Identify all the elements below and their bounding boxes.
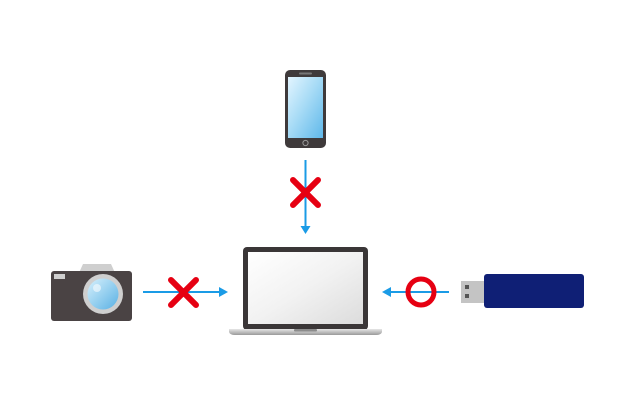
usb-drive-icon	[461, 274, 584, 308]
cross-icon	[290, 177, 321, 208]
circle-ok-icon	[405, 276, 437, 308]
camera-icon	[51, 264, 132, 321]
smartphone-icon	[285, 70, 326, 148]
arrow-usb-to-laptop	[382, 287, 449, 297]
cross-icon	[168, 277, 199, 308]
laptop-icon	[229, 247, 382, 335]
